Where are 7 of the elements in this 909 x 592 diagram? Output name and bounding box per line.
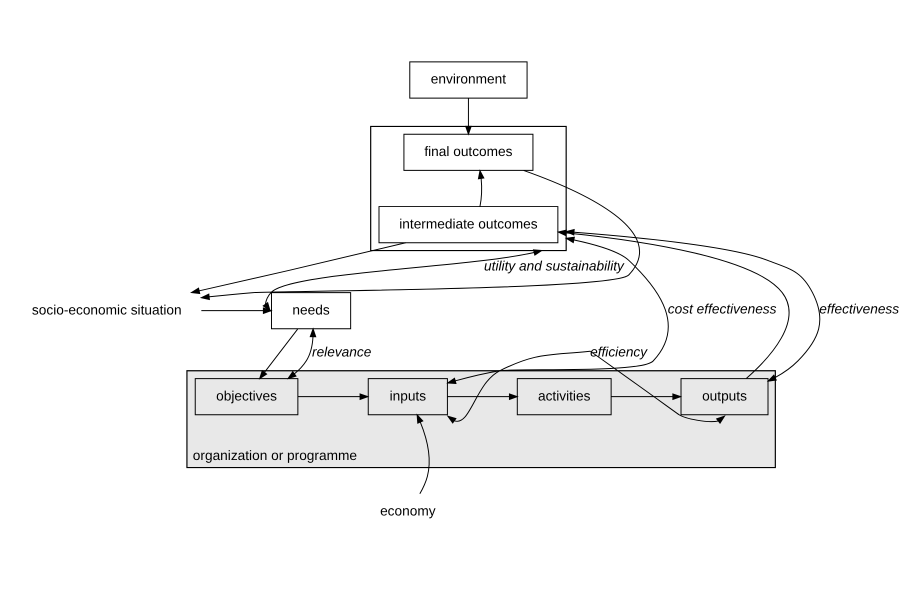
edge-label: cost effectiveness (668, 301, 776, 316)
edge-label: effectiveness (819, 301, 900, 316)
edge-label: relevance (312, 344, 372, 360)
node-text: economy (380, 504, 436, 519)
node-text: socio-economic situation (32, 302, 182, 318)
edge-label: utility and sustainability (484, 258, 624, 274)
edge-label: efficiency (590, 344, 648, 360)
